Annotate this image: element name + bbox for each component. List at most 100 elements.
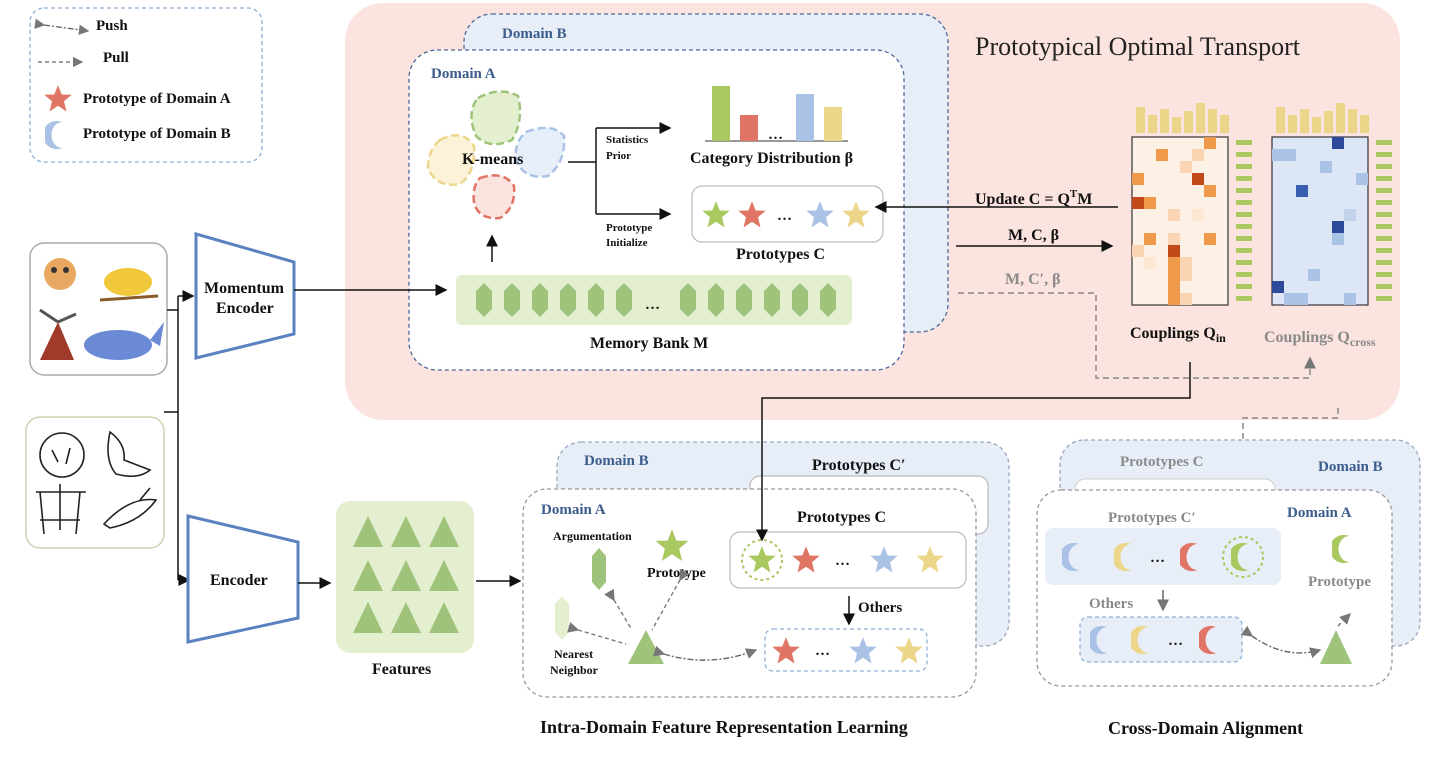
ellipsis: … xyxy=(1150,550,1165,566)
feature-triangle xyxy=(429,560,459,591)
ellipsis: … xyxy=(1168,633,1183,649)
kmeans-clusters: K-means xyxy=(426,90,566,220)
cross-prototypes-cp: Prototypes C′ xyxy=(1108,510,1196,526)
legend-push: Push xyxy=(96,18,128,34)
feature-triangle xyxy=(353,560,383,591)
stats-label-2: Prior xyxy=(606,150,631,162)
push-arrow xyxy=(652,645,758,661)
feature-triangle xyxy=(391,560,421,591)
cross-caption: Cross-Domain Alignment xyxy=(1108,718,1303,738)
proto-init-label-2: Initialize xyxy=(606,237,648,249)
ellipsis: … xyxy=(815,643,830,659)
memory-hexagon xyxy=(708,283,724,317)
prototypes-c-box xyxy=(691,185,884,243)
features-label: Features xyxy=(372,661,431,678)
ellipsis: … xyxy=(768,127,783,143)
pot-domain-a: Domain A xyxy=(431,66,496,82)
prototype-label: Prototype xyxy=(647,566,706,581)
momentum-label-1: Momentum xyxy=(204,280,285,297)
couplings-q-in-label: Couplings Qin xyxy=(1130,325,1226,345)
cross-prototype-label: Prototype xyxy=(1308,574,1371,590)
tiger-image xyxy=(44,258,76,290)
cross-others: Others xyxy=(1089,596,1133,612)
encoder-label: Encoder xyxy=(210,572,268,589)
memory-hexagon xyxy=(532,283,548,317)
pot-region: Prototypical Optimal Transport Domain B … xyxy=(345,3,1400,420)
feature-triangle xyxy=(353,516,383,547)
ellipsis: … xyxy=(645,297,660,313)
intra-domain-b: Domain B xyxy=(584,453,649,469)
argumentation-hex xyxy=(592,548,606,590)
bird-image xyxy=(104,268,152,296)
memory-hexagon xyxy=(680,283,696,317)
memory-hexagon xyxy=(764,283,780,317)
cross-domain-b: Domain B xyxy=(1318,459,1383,475)
pot-domain-b: Domain B xyxy=(502,26,567,42)
intra-domain-panel: Domain B Prototypes C′ Domain A Prototyp… xyxy=(522,441,1010,698)
intra-prototypes-c: Prototypes C xyxy=(797,509,886,526)
memory-hexagon xyxy=(476,283,492,317)
cross-domain-panel: Prototypes C Domain B Prototypes C′ Doma… xyxy=(1036,439,1421,687)
neighbor-hex xyxy=(555,596,569,640)
ellipsis: … xyxy=(777,208,792,224)
intra-caption: Intra-Domain Feature Representation Lear… xyxy=(540,717,908,737)
windmill-image xyxy=(40,322,74,360)
memory-bank-hexagons xyxy=(476,283,836,317)
feature-triangle xyxy=(391,516,421,547)
feature-triangle xyxy=(353,602,383,633)
legend-pull: Pull xyxy=(103,50,129,66)
cross-anchor-triangle xyxy=(1320,630,1352,664)
mcpb-label: M, C′, β xyxy=(1005,271,1061,288)
legend-proto-a: Prototype of Domain A xyxy=(83,91,231,107)
momentum-encoder-trapezoid xyxy=(194,232,296,360)
cross-domain-a: Domain A xyxy=(1287,505,1352,521)
memory-hexagon xyxy=(820,283,836,317)
argumentation-label: Argumentation xyxy=(553,529,632,543)
couplings-q-cross-label: Couplings Qcross xyxy=(1264,329,1376,349)
category-dist-label: Category Distribution β xyxy=(690,150,853,167)
pot-title: Prototypical Optimal Transport xyxy=(975,32,1301,61)
whale-image xyxy=(84,330,152,360)
encoder-trapezoid xyxy=(186,514,300,644)
push-arrow-icon xyxy=(34,18,90,35)
category-distribution-bars: … xyxy=(705,86,848,143)
qin-to-intra-arrow xyxy=(756,362,1191,542)
memory-hexagon xyxy=(736,283,752,317)
update-label: Update C = QTM xyxy=(975,188,1092,208)
input-images-sketch xyxy=(25,416,165,549)
selected-prototype-ring xyxy=(741,539,783,581)
memory-bank-box xyxy=(456,275,852,325)
mcpb-arrow xyxy=(958,292,1316,379)
cross-prototypes-c: Prototypes C xyxy=(1120,454,1203,470)
sketch-bear xyxy=(39,432,85,478)
memory-hexagon xyxy=(792,283,808,317)
memory-hexagon xyxy=(588,283,604,317)
kmeans-label: K-means xyxy=(462,151,523,168)
intra-others: Others xyxy=(858,600,902,616)
input-images-colored xyxy=(29,242,168,376)
proto-init-label-1: Prototype xyxy=(606,222,652,234)
feature-triangle xyxy=(429,516,459,547)
memory-hexagon xyxy=(504,283,520,317)
legend: Push Pull Prototype of Domain A Prototyp… xyxy=(29,7,263,163)
intra-prototypes-cp: Prototypes C′ xyxy=(812,457,906,474)
memory-bank-label: Memory Bank M xyxy=(590,335,708,352)
sketch-house xyxy=(36,484,86,535)
feature-triangles xyxy=(353,516,459,633)
couplings-q-cross-matrix xyxy=(1271,103,1392,306)
feature-triangle xyxy=(429,602,459,633)
memory-hexagon xyxy=(616,283,632,317)
mcb-label: M, C, β xyxy=(1008,227,1059,244)
legend-proto-b: Prototype of Domain B xyxy=(83,126,231,142)
prototypes-c-label: Prototypes C xyxy=(736,246,825,263)
stats-label-1: Statistics xyxy=(606,134,649,146)
intra-domain-a: Domain A xyxy=(541,502,606,518)
couplings-q-in-matrix xyxy=(1131,103,1252,306)
ellipsis: … xyxy=(835,553,850,569)
memory-hexagon xyxy=(560,283,576,317)
sketch-fish xyxy=(102,487,158,529)
split-arrow xyxy=(568,127,668,215)
feature-triangle xyxy=(391,602,421,633)
